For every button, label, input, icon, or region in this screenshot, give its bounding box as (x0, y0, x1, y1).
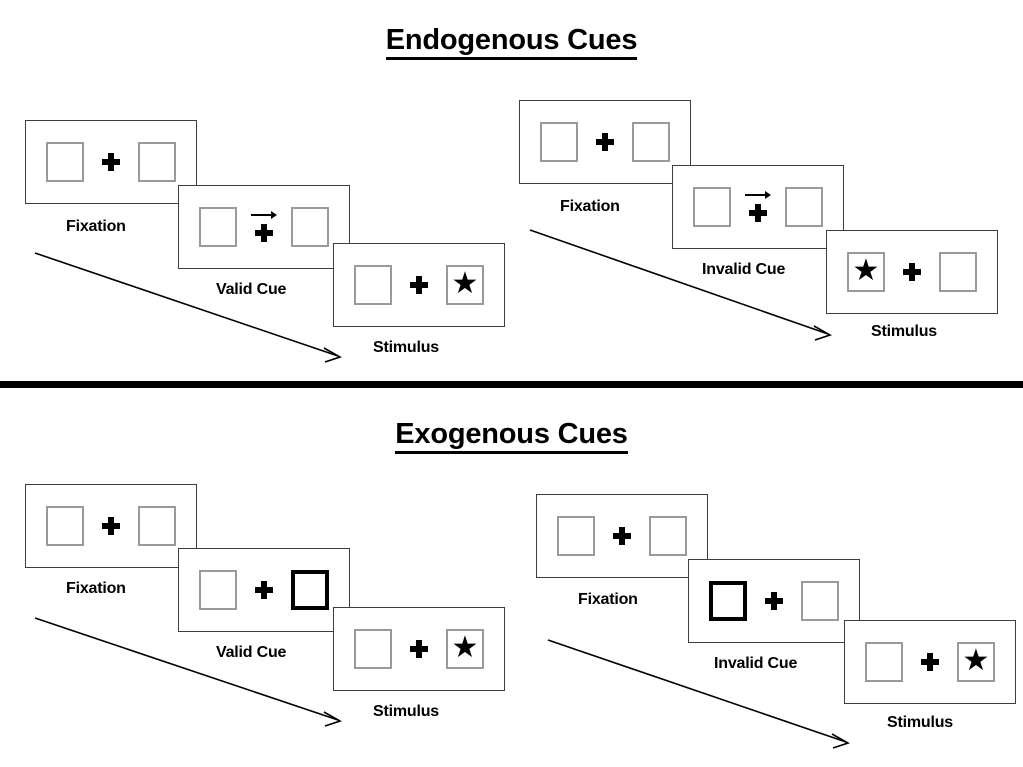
fixation-cross-icon (921, 653, 939, 671)
right-box-cued (291, 570, 329, 610)
frame-exogenous-invalid-stimulus: ★ (844, 620, 1016, 704)
right-box (649, 516, 687, 556)
left-box-target: ★ (847, 252, 885, 292)
fixation-center (392, 276, 446, 294)
frame-exogenous-valid-cue (178, 548, 350, 632)
fixation-cross-icon (903, 263, 921, 281)
fixation-center (903, 653, 957, 671)
right-box-target: ★ (957, 642, 995, 682)
section-title-endogenous-text: Endogenous Cues (385, 24, 637, 60)
frame-exogenous-invalid-fixation (536, 494, 708, 578)
arrow-right-icon (251, 211, 277, 220)
section-title-endogenous: Endogenous Cues (0, 24, 1023, 60)
frame-exogenous-valid-fixation (25, 484, 197, 568)
caption-exogenous-invalid-stimulus: Stimulus (887, 714, 953, 731)
star-icon: ★ (962, 644, 990, 677)
fixation-center (84, 517, 138, 535)
left-box (199, 570, 237, 610)
caption-endogenous-valid-cue: Valid Cue (216, 281, 287, 298)
right-box (785, 187, 823, 227)
left-box-cued (709, 581, 747, 621)
left-box (865, 642, 903, 682)
left-box (199, 207, 237, 247)
section-divider (0, 381, 1023, 388)
fixation-cross-icon (255, 581, 273, 599)
fixation-center (392, 640, 446, 658)
right-box-target: ★ (446, 265, 484, 305)
frame-endogenous-invalid-cue (672, 165, 844, 249)
arrow-right-icon (745, 191, 771, 200)
frame-exogenous-valid-stimulus: ★ (333, 607, 505, 691)
right-box-target: ★ (446, 629, 484, 669)
fixation-cross-icon (596, 133, 614, 151)
fixation-cross-icon (765, 592, 783, 610)
right-box (939, 252, 977, 292)
fixation-cross-icon (749, 204, 767, 222)
time-flow-arrow-endogenous-valid (34, 252, 342, 363)
fixation-center (84, 153, 138, 171)
frame-endogenous-invalid-stimulus: ★ (826, 230, 998, 314)
fixation-center (237, 581, 291, 599)
fixation-center (747, 592, 801, 610)
cue-center (237, 211, 291, 242)
caption-exogenous-valid-fixation: Fixation (66, 580, 126, 597)
frame-endogenous-valid-stimulus: ★ (333, 243, 505, 327)
caption-endogenous-invalid-stimulus: Stimulus (871, 323, 937, 340)
fixation-cross-icon (102, 153, 120, 171)
caption-exogenous-valid-cue: Valid Cue (216, 644, 287, 661)
fixation-cross-icon (410, 640, 428, 658)
frame-endogenous-invalid-fixation (519, 100, 691, 184)
fixation-cross-icon (255, 224, 273, 242)
right-box (632, 122, 670, 162)
star-icon: ★ (852, 254, 880, 287)
right-box (291, 207, 329, 247)
fixation-cross-icon (613, 527, 631, 545)
right-box (138, 506, 176, 546)
star-icon: ★ (451, 631, 479, 664)
time-flow-arrow-endogenous-invalid (529, 229, 832, 341)
fixation-center (885, 263, 939, 281)
left-box (354, 265, 392, 305)
left-box (693, 187, 731, 227)
caption-endogenous-invalid-fixation: Fixation (560, 198, 620, 215)
frame-endogenous-valid-cue (178, 185, 350, 269)
right-box (801, 581, 839, 621)
caption-endogenous-valid-fixation: Fixation (66, 218, 126, 235)
caption-exogenous-invalid-cue: Invalid Cue (714, 655, 798, 672)
section-title-exogenous: Exogenous Cues (0, 418, 1023, 454)
caption-exogenous-valid-stimulus: Stimulus (373, 703, 439, 720)
caption-endogenous-invalid-cue: Invalid Cue (702, 261, 786, 278)
section-title-exogenous-text: Exogenous Cues (395, 418, 628, 454)
left-box (557, 516, 595, 556)
frame-exogenous-invalid-cue (688, 559, 860, 643)
caption-exogenous-invalid-fixation: Fixation (578, 591, 638, 608)
fixation-cross-icon (410, 276, 428, 294)
left-box (46, 506, 84, 546)
fixation-center (595, 527, 649, 545)
left-box (46, 142, 84, 182)
left-box (354, 629, 392, 669)
star-icon: ★ (451, 267, 479, 300)
time-flow-arrow-exogenous-valid (34, 617, 342, 727)
frame-endogenous-valid-fixation (25, 120, 197, 204)
time-flow-arrow-exogenous-invalid-line (547, 639, 850, 749)
caption-endogenous-valid-stimulus: Stimulus (373, 339, 439, 356)
fixation-center (578, 133, 632, 151)
left-box (540, 122, 578, 162)
right-box (138, 142, 176, 182)
fixation-cross-icon (102, 517, 120, 535)
cue-center (731, 191, 785, 222)
